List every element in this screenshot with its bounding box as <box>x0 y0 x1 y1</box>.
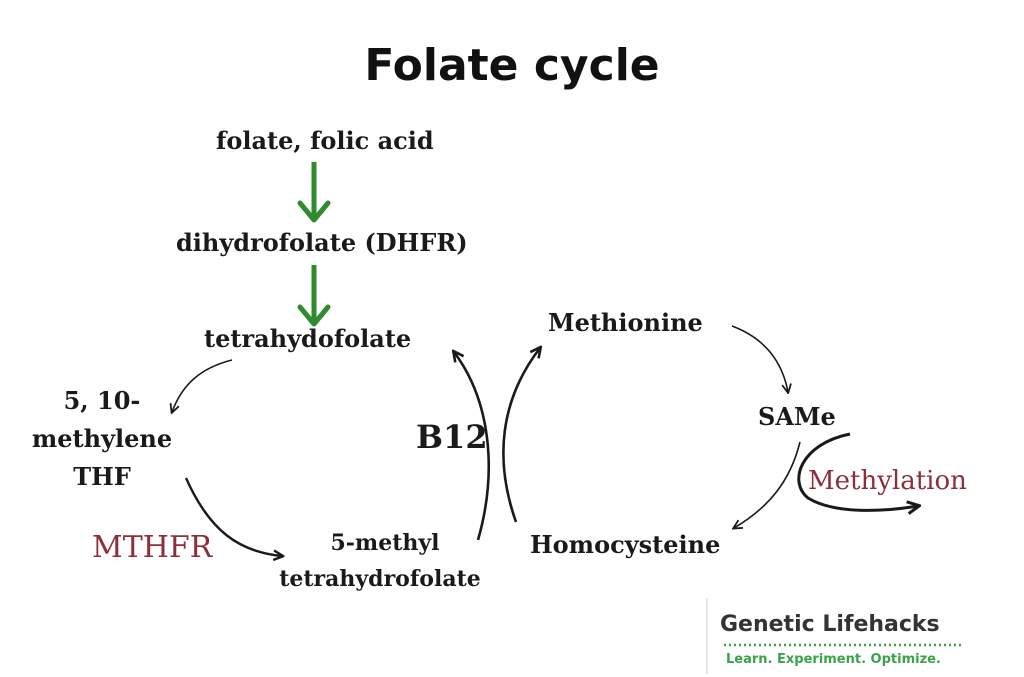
node-5-methyl-thf-line2: tetrahydrofolate <box>279 566 481 592</box>
node-homocysteine: Homocysteine <box>530 530 721 559</box>
arrow-b12-to-thf <box>454 352 490 541</box>
node-folate: folate, folic acid <box>216 126 434 155</box>
node-5-methyl-thf-line1: 5-methyl <box>330 530 440 556</box>
arrow-thf-to-methylene <box>172 359 233 412</box>
arrow-folate-to-dhf <box>297 162 331 223</box>
logo-dotted-rule <box>724 643 964 647</box>
page-title: Folate cycle <box>364 40 660 91</box>
arrow-mthfr <box>184 477 282 556</box>
logo-divider <box>706 598 708 674</box>
node-methylene-thf-line2: methylene <box>31 424 173 453</box>
node-same: SAMe <box>758 402 836 431</box>
arrow-dhf-to-thf <box>297 265 331 327</box>
node-methylene-thf-line3: THF <box>73 462 131 491</box>
arrow-methylation <box>797 432 918 510</box>
node-methionine: Methionine <box>548 308 703 337</box>
label-b12: B12 <box>416 418 488 456</box>
node-methylene-thf-line1: 5, 10- <box>63 386 141 415</box>
arrow-same-to-homocysteine <box>734 441 801 528</box>
node-dihydrofolate: dihydrofolate (DHFR) <box>176 228 468 257</box>
label-mthfr: MTHFR <box>92 530 213 565</box>
arrow-methionine-to-same <box>731 325 788 392</box>
logo <box>706 598 996 674</box>
node-tetrahydrofolate: tetrahydofolate <box>204 324 412 353</box>
arrow-b12-to-methionine <box>502 348 540 523</box>
logo-tagline: Learn. Experiment. Optimize. <box>726 652 941 667</box>
label-methylation: Methylation <box>808 466 967 496</box>
logo-name: Genetic Lifehacks <box>720 612 940 637</box>
